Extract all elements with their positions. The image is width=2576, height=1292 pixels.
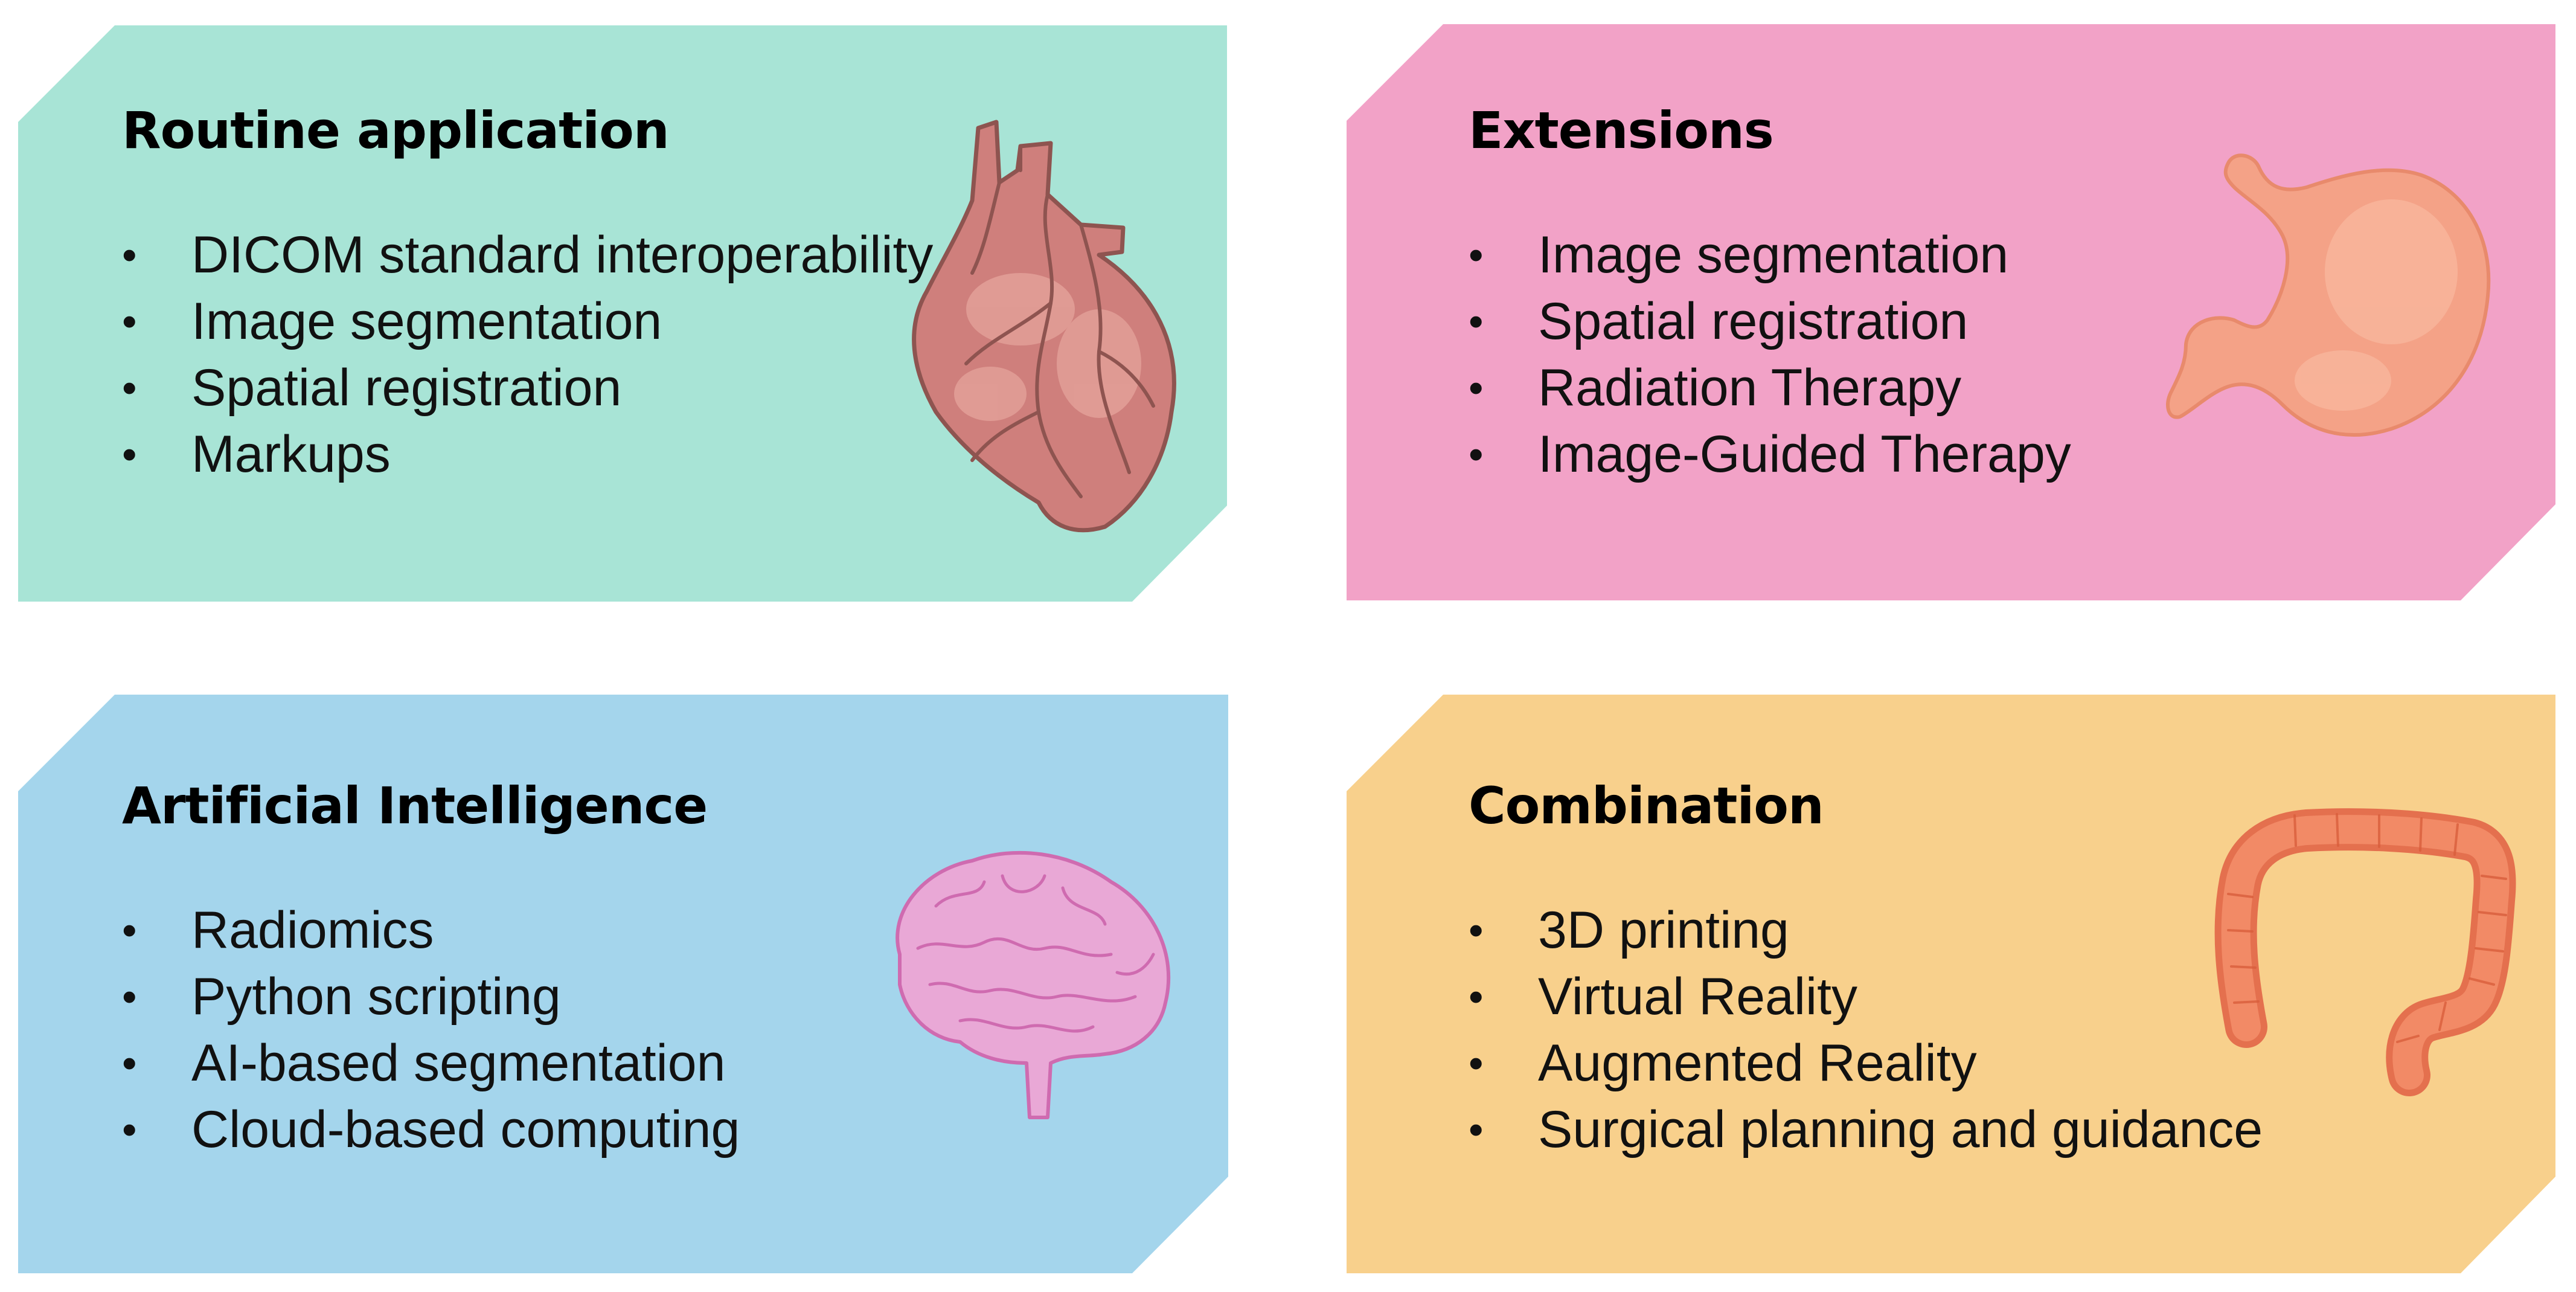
list-item: •Image-Guided Therapy <box>1469 425 2071 483</box>
panel-routine-application: Routine application •DICOM standard inte… <box>18 25 1227 602</box>
heart-icon <box>912 120 1176 533</box>
list-item: •Spatial registration <box>122 359 622 417</box>
bullet-list: •Image segmentation •Spatial registratio… <box>1469 222 2071 487</box>
panel-title: Extensions <box>1469 101 1774 160</box>
list-item: •Radiomics <box>122 901 434 959</box>
list-item: •DICOM standard interoperability <box>122 226 934 284</box>
list-item: •3D printing <box>1469 901 1789 959</box>
list-item: •Image segmentation <box>122 292 662 350</box>
panel-background <box>18 695 1228 1273</box>
panel-combination: Combination •3D printing •Virtual Realit… <box>1347 695 2555 1273</box>
list-item: •Virtual Reality <box>1469 968 1857 1026</box>
bullet-list: •DICOM standard interoperability •Image … <box>122 222 933 487</box>
panel-background <box>18 25 1227 602</box>
list-item: •Surgical planning and guidance <box>1469 1101 2263 1159</box>
list-item: •Radiation Therapy <box>1469 359 1962 417</box>
panel-artificial-intelligence: Artificial Intelligence •Radiomics •Pyth… <box>18 695 1228 1273</box>
bullet-list: •Radiomics •Python scripting •AI-based s… <box>122 897 740 1163</box>
colon-icon <box>2214 808 2516 1096</box>
panel-title: Routine application <box>122 101 670 160</box>
bullet-list: •3D printing •Virtual Reality •Augmented… <box>1469 897 2263 1163</box>
panel-extensions: Extensions •Image segmentation •Spatial … <box>1347 24 2555 600</box>
stomach-icon <box>2166 153 2491 437</box>
brain-icon <box>896 850 1171 1119</box>
list-item: •Image segmentation <box>1469 226 2009 284</box>
panel-title: Combination <box>1469 776 1824 835</box>
list-item: •Cloud-based computing <box>122 1101 740 1159</box>
panel-title: Artificial Intelligence <box>122 776 708 835</box>
list-item: •Python scripting <box>122 968 561 1026</box>
list-item: •Spatial registration <box>1469 292 1969 350</box>
list-item: •Markups <box>122 425 391 483</box>
list-item: •Augmented Reality <box>1469 1034 1977 1092</box>
list-item: •AI-based segmentation <box>122 1034 726 1092</box>
